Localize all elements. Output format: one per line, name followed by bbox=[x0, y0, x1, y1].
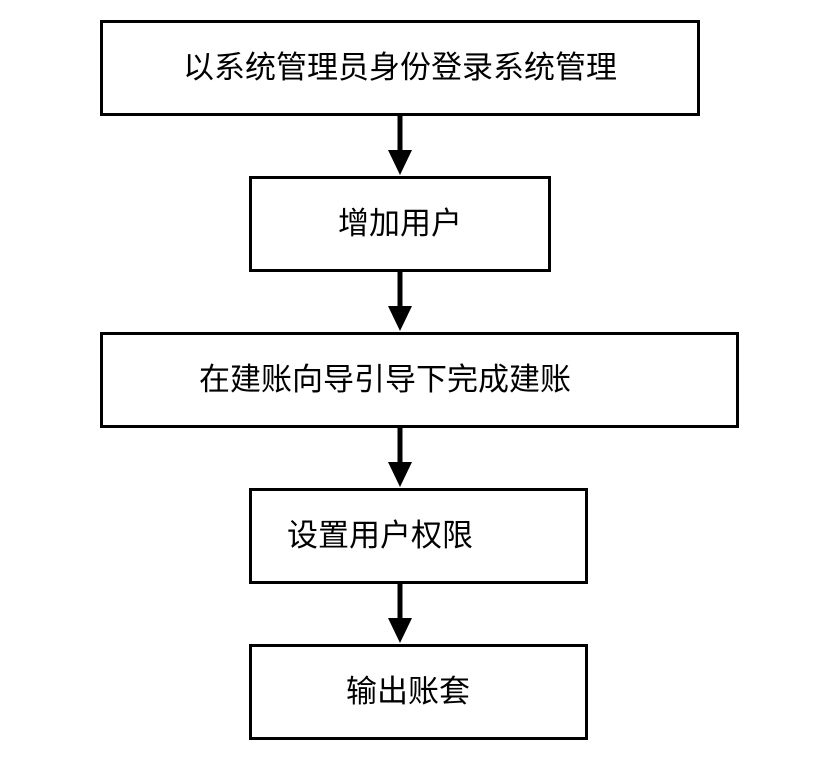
arrow-login-to-add-user bbox=[388, 116, 412, 175]
step-output-account-set-label: 输出账套 bbox=[346, 673, 470, 710]
arrow-set-permissions-to-output-account-set bbox=[388, 584, 412, 643]
step-add-user-label: 增加用户 bbox=[338, 205, 462, 242]
arrow-add-user-to-create-account bbox=[388, 272, 412, 331]
step-create-account-box: 在建账向导引导下完成建账 bbox=[100, 332, 739, 428]
step-create-account-label: 在建账向导引导下完成建账 bbox=[199, 361, 571, 398]
step-login-label: 以系统管理员身份登录系统管理 bbox=[183, 49, 617, 86]
step-login-box: 以系统管理员身份登录系统管理 bbox=[100, 20, 700, 116]
step-output-account-set-box: 输出账套 bbox=[249, 644, 588, 740]
step-add-user-box: 增加用户 bbox=[249, 176, 551, 272]
step-set-permissions-box: 设置用户权限 bbox=[249, 488, 588, 584]
arrow-create-account-to-set-permissions bbox=[388, 428, 412, 487]
step-set-permissions-label: 设置用户权限 bbox=[287, 517, 473, 554]
